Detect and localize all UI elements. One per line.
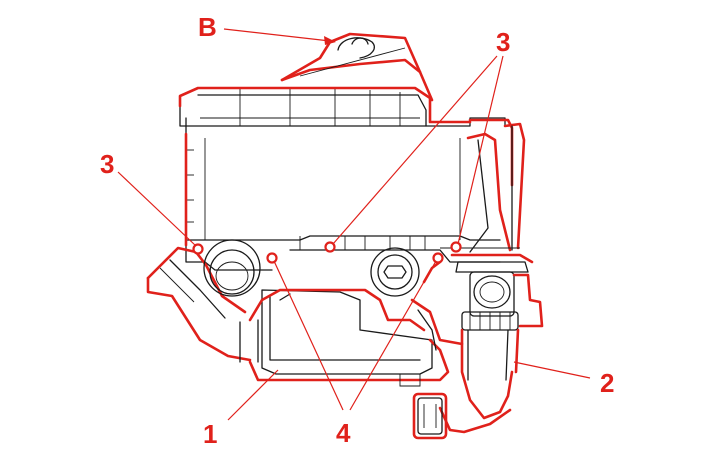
housing-flange-studs bbox=[299, 236, 426, 250]
filter-cap-left bbox=[203, 239, 261, 297]
callout-4: 4 bbox=[336, 418, 351, 448]
callout-2: 2 bbox=[600, 368, 614, 398]
bolt-3-left bbox=[192, 243, 204, 255]
leader-4-b bbox=[349, 260, 437, 411]
sensor-connector-plug bbox=[412, 392, 448, 440]
leader-lines bbox=[117, 28, 591, 421]
bolt-4-right bbox=[432, 252, 444, 264]
bolt-4-left bbox=[266, 252, 278, 264]
fixing-bolts-3 bbox=[192, 241, 462, 255]
bolt-3-right bbox=[450, 241, 462, 253]
fixing-bolts-4 bbox=[266, 252, 444, 264]
callout-b: B bbox=[198, 12, 217, 42]
hex-nut-boss bbox=[370, 247, 420, 297]
callout-3-right: 3 bbox=[496, 27, 510, 57]
housing-rib-ticks bbox=[186, 149, 194, 223]
air-box-upper-housing bbox=[179, 88, 506, 271]
inlet-snorkel-b bbox=[280, 32, 434, 102]
bolt-3-center bbox=[324, 241, 336, 253]
callout-labels: B 3 3 1 2 4 bbox=[100, 12, 614, 449]
outlet-hose bbox=[438, 328, 520, 434]
lower-center-pipe bbox=[410, 260, 464, 351]
callout-3-left: 3 bbox=[100, 149, 114, 179]
leader-3-left bbox=[117, 171, 197, 247]
maf-sensor-body bbox=[461, 271, 544, 331]
leader-3-right-b bbox=[457, 55, 504, 245]
lower-resonator-body bbox=[239, 288, 450, 387]
leader-1 bbox=[227, 369, 279, 421]
callout-1: 1 bbox=[203, 419, 217, 449]
right-elbow-duct bbox=[440, 122, 534, 273]
leader-2 bbox=[513, 361, 591, 379]
leader-3-right-a bbox=[332, 55, 498, 245]
left-intake-duct bbox=[146, 246, 252, 362]
leader-b bbox=[223, 28, 331, 42]
leader-4-a bbox=[273, 260, 344, 411]
upper-cover-outline bbox=[178, 86, 514, 247]
